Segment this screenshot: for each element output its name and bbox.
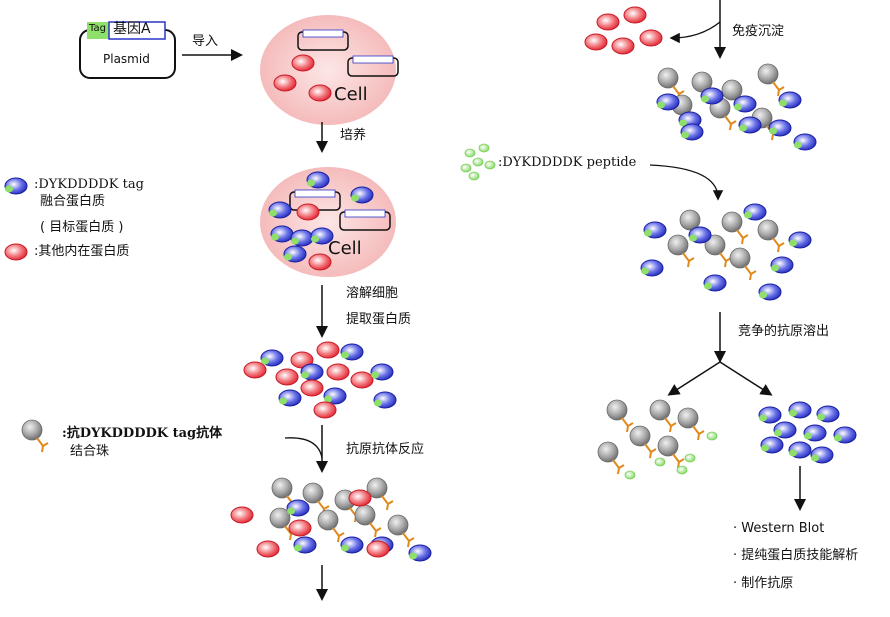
legend-fusion-protein-line3: ( 目标蛋白质 ) [40, 220, 124, 235]
application-antigen: · 制作抗原 [733, 576, 794, 591]
eluted-target-protein [758, 401, 857, 464]
step-culture-label: 培养 [340, 128, 367, 143]
immunoprecipitate [656, 63, 817, 151]
legend-fusion-protein-line1: :DYKDDDDK tag [34, 177, 144, 192]
plasmid-gene-label: 基因A [113, 21, 151, 37]
reaction-mixture [230, 477, 432, 562]
legend-other-protein-label: :其他内在蛋白质 [34, 244, 130, 259]
plasmid-name-label: Plasmid [103, 52, 150, 66]
peptide-glyph [460, 143, 496, 181]
competition-mixture [640, 203, 812, 301]
legend-other-protein-glyph [4, 243, 28, 261]
step-import-label: 导入 [192, 34, 219, 49]
ip-separate-arrow [669, 21, 721, 44]
split-arrow-right [719, 361, 773, 396]
legend-fusion-protein-glyph [4, 177, 28, 195]
step-extract-label: 提取蛋白质 [346, 312, 412, 327]
cell-2 [260, 167, 396, 277]
legend-antibody-bead-line1: :抗DYKDDDDK tag抗体 [62, 426, 223, 441]
removed-red-proteins [584, 6, 663, 55]
lysate-proteins [243, 341, 397, 419]
cell-2-label: Cell [328, 238, 362, 259]
step-lysis-label: 溶解细胞 [346, 286, 399, 301]
plasmid-diagram [79, 21, 176, 79]
legend-fusion-protein-line2: 融合蛋白质 [40, 194, 106, 209]
application-purification: · 提纯蛋白质技能解析 [733, 548, 859, 563]
step-ip-label: 免疫沉淀 [732, 24, 785, 39]
step-competitive-elution-label: 竞争的抗原溶出 [738, 324, 830, 339]
antibody-add-arrow [284, 437, 323, 459]
beads-with-peptide [597, 399, 718, 480]
legend-antibody-bead-glyph [21, 419, 49, 453]
plasmid-tag-label: Tag [89, 23, 106, 34]
legend-antibody-bead-line2: 结合珠 [70, 444, 110, 459]
legend-peptide-label: :DYKDDDDK peptide [498, 155, 637, 170]
peptide-add-arrow [649, 164, 724, 201]
step-antigen-antibody-label: 抗原抗体反应 [346, 442, 425, 457]
cell-1-label: Cell [334, 84, 368, 105]
split-arrow-left [667, 361, 721, 396]
cell-1 [260, 15, 399, 125]
application-western-blot: · Western Blot [733, 521, 825, 536]
